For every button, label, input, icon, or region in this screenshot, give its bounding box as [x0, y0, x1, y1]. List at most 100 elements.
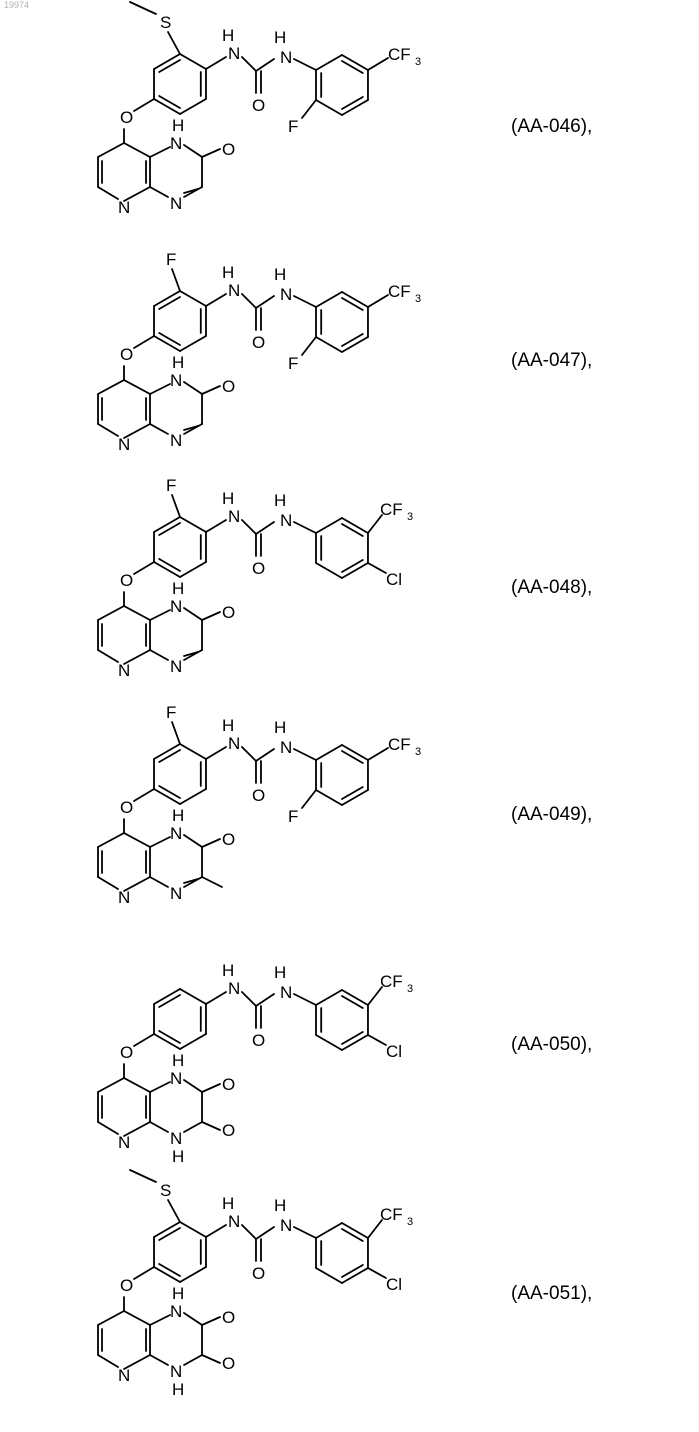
pyridine-bond	[124, 143, 150, 157]
nitrogen-atom: N	[228, 734, 240, 753]
nitrogen-atom: N	[170, 194, 182, 213]
bond	[256, 994, 274, 1006]
compound-id-label: (AA-048),	[511, 577, 592, 599]
oxygen-atom: O	[120, 571, 133, 590]
chlorine-atom: Cl	[386, 1042, 402, 1061]
oxygen-atom: O	[120, 798, 133, 817]
nitrogen-atom: N	[170, 1069, 182, 1088]
bond	[172, 269, 180, 291]
nitrogen-atom: N	[170, 1129, 182, 1148]
chemical-structure: SHNOHNCF3FONNHNO	[40, 0, 480, 236]
bond	[184, 1122, 202, 1132]
aryl-double-bond	[342, 1229, 363, 1241]
chemical-structure: FHNOHNCF3FONNHNO	[40, 690, 480, 926]
carbonyl-bond	[202, 839, 220, 847]
nitrogen-atom: N	[170, 824, 182, 843]
nitrogen-atom: N	[170, 657, 182, 676]
sulfur-atom: S	[160, 1181, 171, 1200]
bond	[134, 1267, 154, 1279]
phenyl-double-bond	[159, 1264, 180, 1276]
nitrogen-atom: N	[118, 435, 130, 454]
bond	[368, 748, 388, 760]
compound-id-label: (AA-046),	[511, 116, 592, 138]
bond	[368, 1035, 386, 1045]
bond	[184, 382, 202, 394]
phenyl-double-bond	[159, 523, 180, 535]
hydrogen-atom: H	[274, 1196, 286, 1215]
nitrogen-atom: N	[280, 738, 292, 757]
bond	[256, 1227, 274, 1239]
phenyl-bond	[180, 562, 206, 577]
bond	[368, 1268, 386, 1278]
bond	[256, 296, 274, 308]
aryl-bond	[316, 292, 342, 307]
hydrogen-atom: H	[274, 963, 286, 982]
bond	[134, 336, 154, 348]
oxygen-atom: O	[222, 1354, 235, 1373]
nitrogen-atom: N	[280, 1216, 292, 1235]
hydrogen-atom: H	[274, 491, 286, 510]
bond	[242, 747, 256, 761]
trifluoromethyl-group: CF	[388, 735, 411, 754]
compound-id-label: (AA-049),	[511, 804, 592, 826]
bond	[150, 1315, 170, 1325]
bond	[206, 520, 226, 532]
pyridine-bond	[98, 143, 124, 157]
aryl-bond	[316, 337, 342, 352]
hydrogen-atom: H	[172, 353, 184, 372]
fluorine-atom: F	[166, 476, 176, 495]
aryl-bond	[316, 100, 342, 115]
bond	[242, 992, 256, 1006]
compound-entry: FHNOHNCF3FONNHNO(AA-049),	[0, 690, 699, 926]
bond	[150, 384, 170, 394]
hydrogen-atom: H	[274, 265, 286, 284]
bond	[134, 789, 154, 801]
phenyl-bond	[180, 1034, 206, 1049]
bond	[172, 495, 180, 517]
hydrogen-atom: H	[172, 1147, 184, 1166]
bond	[150, 187, 168, 197]
oxygen-atom: O	[120, 1043, 133, 1062]
aryl-double-bond	[342, 1265, 363, 1277]
carbonyl-bond	[202, 1317, 220, 1325]
aryl-bond	[316, 563, 342, 578]
pyridine-bond	[98, 1078, 124, 1092]
bond	[184, 145, 202, 157]
chemical-structure: SHNOHNCF3ClONNHNOOH	[40, 1168, 480, 1404]
aryl-bond	[316, 1223, 342, 1238]
aryl-bond	[316, 790, 342, 805]
bond	[206, 747, 226, 759]
pyridine-bond	[98, 424, 118, 436]
nitrogen-atom: N	[118, 888, 130, 907]
oxygen-atom: O	[222, 603, 235, 622]
nitrogen-atom: N	[118, 661, 130, 680]
hydrogen-atom: H	[274, 28, 286, 47]
pyridine-bond	[98, 877, 118, 889]
bond	[134, 562, 154, 574]
nitrogen-atom: N	[280, 511, 292, 530]
aryl-double-bond	[342, 560, 363, 572]
nitrogen-atom: N	[280, 48, 292, 67]
bond	[150, 610, 170, 620]
hydrogen-atom: H	[222, 716, 234, 735]
pyridine-bond	[98, 650, 118, 662]
subscript-3: 3	[407, 1216, 413, 1228]
phenyl-double-bond	[159, 96, 180, 108]
nitrogen-atom: N	[170, 431, 182, 450]
oxygen-atom: O	[120, 1276, 133, 1295]
pyridine-bond	[98, 1122, 118, 1134]
carbonyl-bond	[202, 1084, 220, 1092]
pyridine-bond	[124, 1078, 150, 1092]
oxygen-atom: O	[252, 333, 265, 352]
bond	[256, 522, 274, 534]
hydrogen-atom: H	[222, 26, 234, 45]
bond	[134, 99, 154, 111]
nitrogen-atom: N	[170, 134, 182, 153]
oxygen-atom: O	[222, 377, 235, 396]
bond	[294, 522, 316, 533]
compound-id-label: (AA-047),	[511, 350, 592, 372]
bond	[184, 1355, 202, 1365]
pyridine-bond	[98, 187, 118, 199]
phenyl-bond	[180, 336, 206, 351]
aryl-bond	[316, 55, 342, 70]
